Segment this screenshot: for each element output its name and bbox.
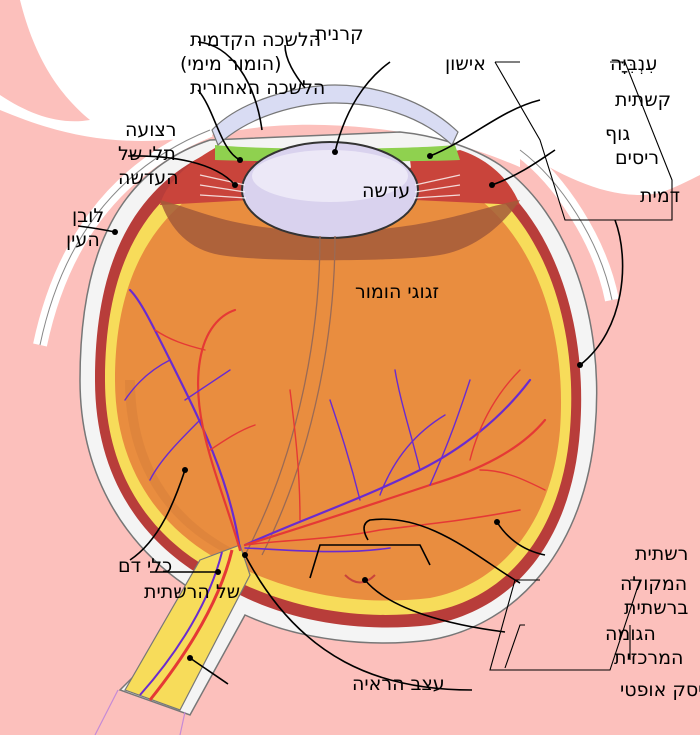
iris xyxy=(160,200,520,261)
label-sclera-1: לובן xyxy=(72,205,104,227)
label-macula-2: ברשתית xyxy=(624,597,688,619)
lower-eyelid-outline xyxy=(519,149,613,301)
dot-ciliary xyxy=(489,182,495,188)
dot-zonule xyxy=(232,182,238,188)
dot-vessels-top xyxy=(182,467,188,473)
label-optic-disc: דיסק אופטי xyxy=(620,679,700,701)
zonule-fibers xyxy=(199,174,461,199)
label-pupil: אישון xyxy=(445,53,486,75)
label-anterior-chamber-1: הלשכה הקדמית xyxy=(190,29,321,51)
label-cornea: קרנית xyxy=(315,23,364,45)
label-posterior-chamber: הלשכה האחורית xyxy=(190,77,325,99)
leader-zonule xyxy=(127,155,236,186)
dot-posterior-chamber xyxy=(237,157,243,163)
ciliary-body-right xyxy=(410,150,520,205)
skin-top-left xyxy=(0,0,90,122)
label-choroid: דמית xyxy=(640,185,680,207)
dot-retina xyxy=(494,519,500,525)
dot-optic-nerve xyxy=(187,655,193,661)
dot-fovea xyxy=(362,577,368,583)
lens-highlight xyxy=(252,150,408,202)
retinal-vessels xyxy=(124,288,547,553)
upper-eyelid-outline xyxy=(39,129,211,346)
leader-pupil xyxy=(334,61,391,153)
leader-fovea xyxy=(364,579,506,633)
label-fovea-2: המרכזית xyxy=(614,647,683,669)
optic-nerve-artery xyxy=(148,549,234,701)
bracket-macula xyxy=(489,579,641,671)
label-ciliary-2: ריסים xyxy=(615,147,659,169)
leader-retina xyxy=(496,521,546,556)
leader-anterior-chamber xyxy=(197,41,263,131)
label-vessels-1: כלי דם xyxy=(118,555,172,577)
hyaloid-canal xyxy=(244,235,336,556)
optic-nerve-vein xyxy=(139,551,223,696)
dot-choroid xyxy=(577,362,583,368)
label-retina: רשתית xyxy=(635,543,688,565)
macula-span xyxy=(309,544,431,579)
label-anterior-chamber-2: (הומור מימי) xyxy=(180,53,282,75)
label-zonule-3: העדשה xyxy=(118,167,179,189)
leader-optic-nerve xyxy=(189,657,229,685)
leader-vessels-top xyxy=(129,469,186,561)
label-lens: עדשה xyxy=(362,180,410,202)
label-optic-nerve: עצב הראיה xyxy=(352,673,445,695)
leader-macula xyxy=(363,518,521,584)
label-macula-1: המקולה xyxy=(620,573,687,595)
label-vitreous: זגוגי הומור xyxy=(355,281,439,303)
label-zonule-2: תלי של xyxy=(118,143,176,165)
dot-sclera xyxy=(112,229,118,235)
dot-iris xyxy=(427,153,433,159)
label-iris: קשתית xyxy=(615,89,671,111)
label-vessels-2: של הרשתית xyxy=(144,581,240,603)
label-zonule-1: רצועה xyxy=(125,119,176,141)
nerve-sheath-line xyxy=(94,689,186,735)
bracket-conjunctiva-choroid xyxy=(494,61,673,221)
vitreous-shade xyxy=(125,380,245,560)
label-ciliary-1: גוף xyxy=(605,123,630,145)
leader-iris xyxy=(429,99,541,157)
leader-optic-disc xyxy=(244,554,473,691)
leader-choroid xyxy=(579,219,624,366)
label-conjunctiva: עִנְבִּיָּה xyxy=(610,53,657,75)
dot-pupil xyxy=(332,149,338,155)
dot-vessels-bottom xyxy=(215,569,221,575)
label-sclera-2: העין xyxy=(66,229,100,251)
dot-optic-disc xyxy=(242,552,248,558)
fovea xyxy=(344,574,376,584)
leader-ciliary xyxy=(491,149,556,186)
leader-cornea xyxy=(284,44,306,89)
leader-posterior-chamber xyxy=(197,89,241,161)
bracket-fovea xyxy=(504,624,631,669)
